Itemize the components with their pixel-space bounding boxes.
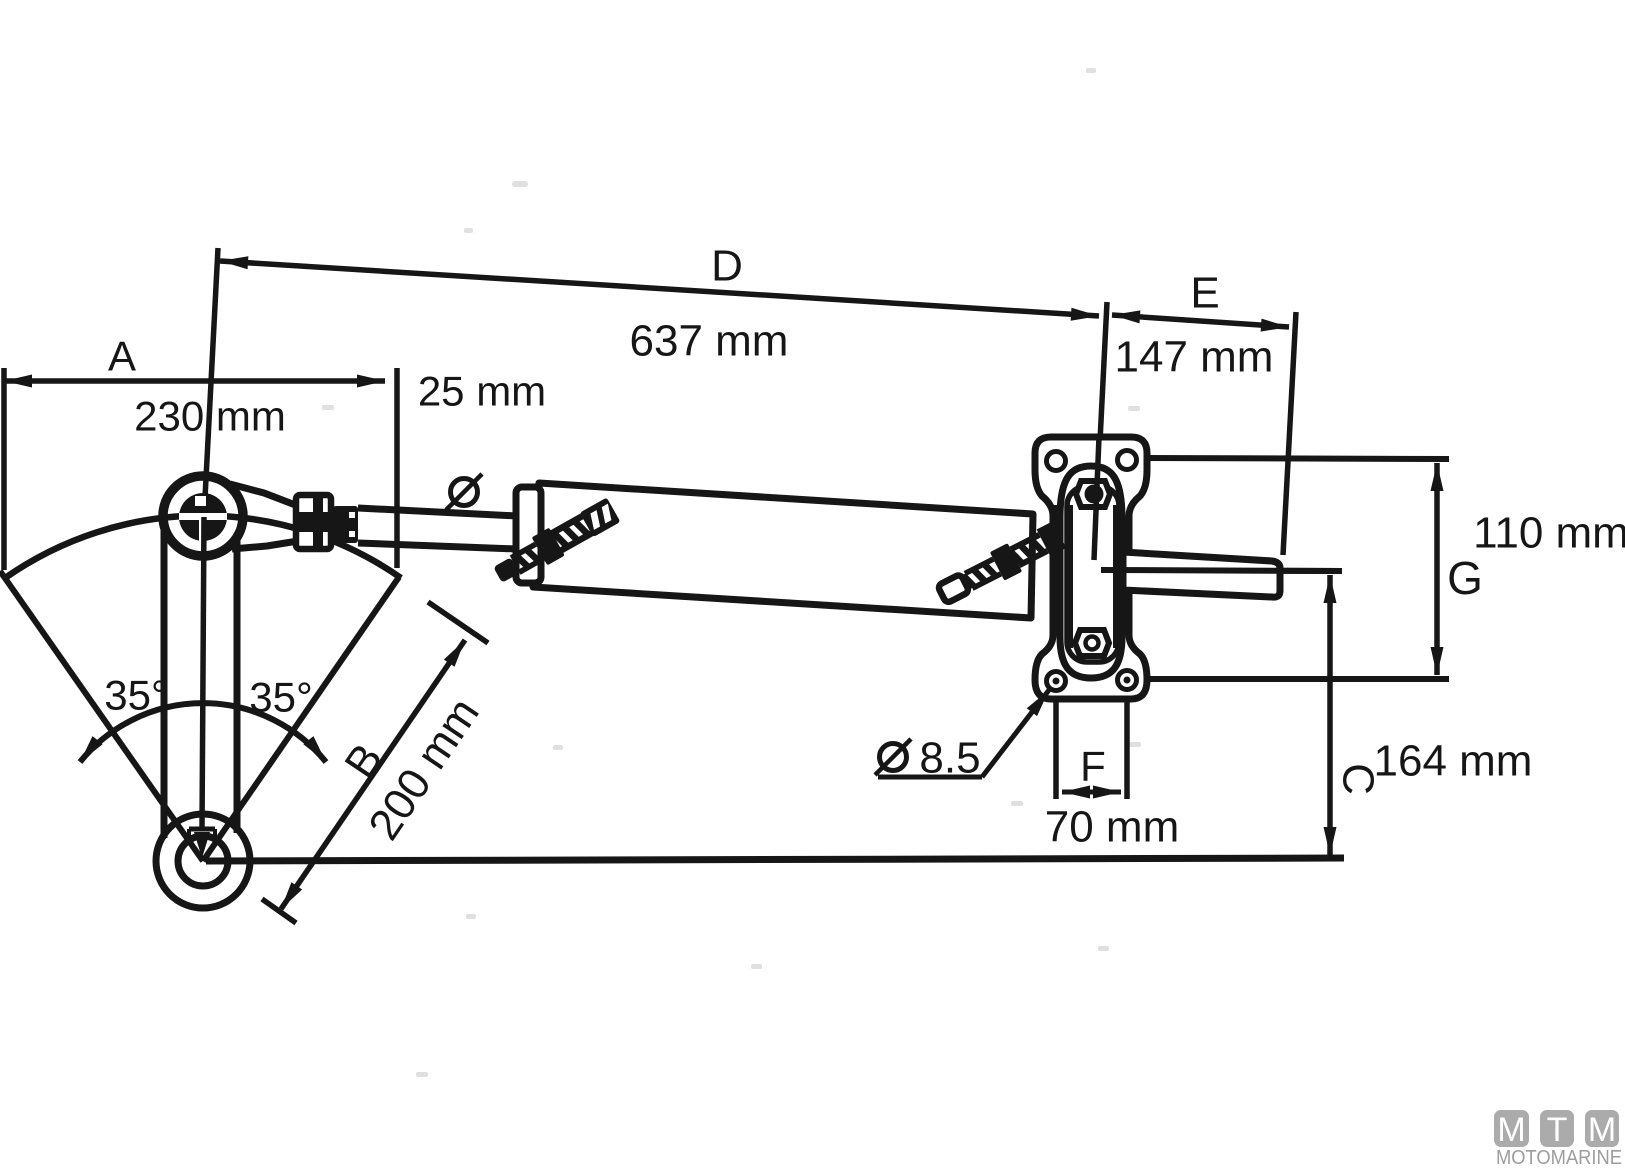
svg-text:E: E — [1190, 269, 1219, 318]
svg-text:164 mm: 164 mm — [1374, 737, 1533, 786]
svg-text:110 mm: 110 mm — [1473, 509, 1625, 558]
svg-text:G: G — [1447, 552, 1483, 604]
svg-text:M: M — [1497, 1111, 1525, 1149]
svg-text:MOTOMARINE: MOTOMARINE — [1496, 1147, 1622, 1169]
svg-text:A: A — [108, 333, 136, 380]
svg-text:147 mm: 147 mm — [1115, 333, 1274, 382]
svg-text:35°: 35° — [249, 674, 313, 721]
svg-text:637 mm: 637 mm — [630, 317, 789, 366]
svg-text:230 mm: 230 mm — [134, 393, 286, 440]
svg-text:C: C — [1334, 763, 1383, 795]
svg-text:D: D — [711, 242, 743, 291]
svg-text:8.5: 8.5 — [919, 734, 980, 783]
svg-text:35°: 35° — [104, 672, 168, 719]
svg-text:M: M — [1588, 1111, 1616, 1149]
svg-text:25 mm: 25 mm — [418, 368, 546, 415]
svg-text:T: T — [1547, 1111, 1568, 1149]
svg-text:F: F — [1080, 743, 1106, 790]
svg-text:70 mm: 70 mm — [1045, 803, 1179, 852]
